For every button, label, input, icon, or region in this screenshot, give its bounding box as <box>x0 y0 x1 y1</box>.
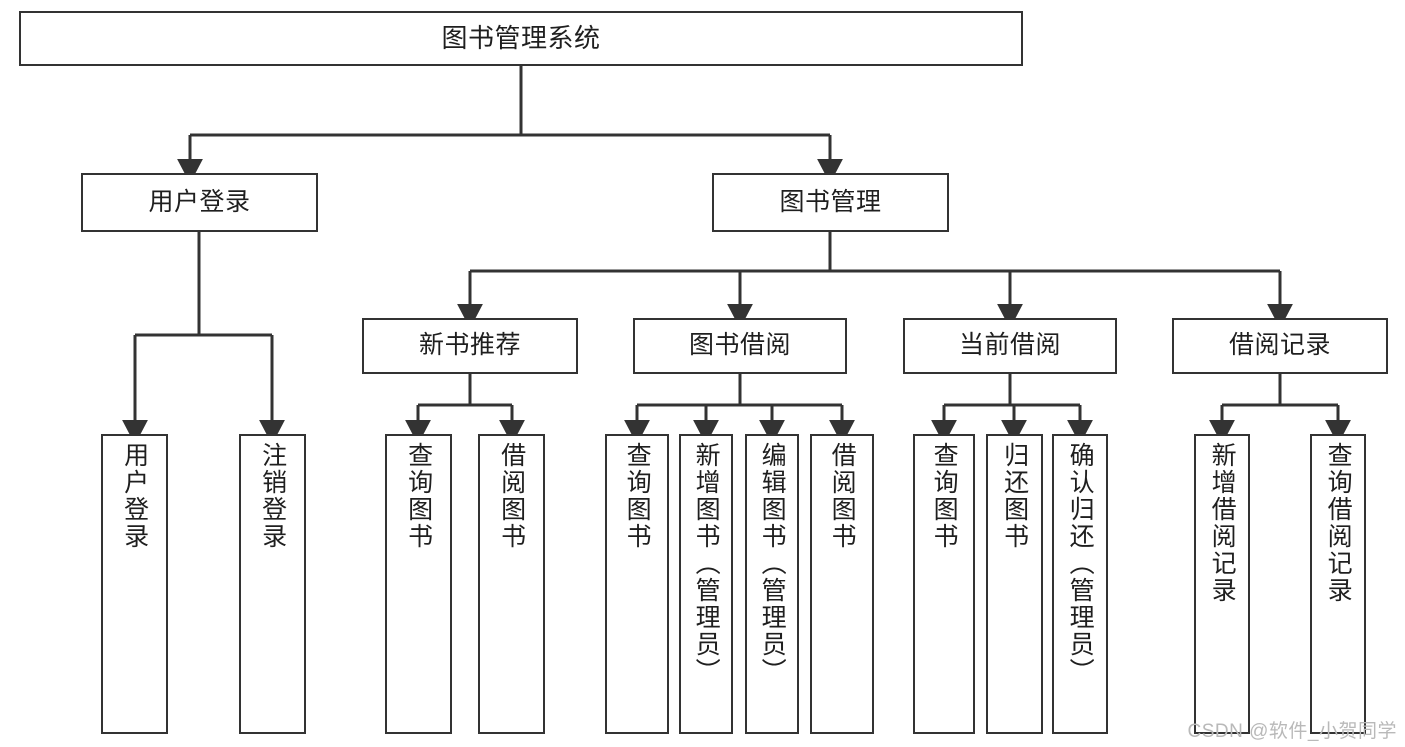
node-label: 查询图书 <box>930 442 959 550</box>
node-label: 新增借阅记录 <box>1208 442 1237 604</box>
node-root-system[interactable]: 图书管理系统 <box>19 11 1023 66</box>
node-label: 图书管理系统 <box>441 23 601 54</box>
node-label: 当前借阅 <box>958 331 1061 360</box>
node-label: 新增图书（管理员） <box>692 442 721 685</box>
leaf-current-return-book[interactable]: 归还图书 <box>986 434 1043 734</box>
leaf-user-logout[interactable]: 注销登录 <box>239 434 306 734</box>
node-label: 查询借阅记录 <box>1324 442 1353 604</box>
node-new-book-recommend[interactable]: 新书推荐 <box>362 318 578 374</box>
node-label: 编辑图书（管理员） <box>758 442 787 685</box>
node-user-login-module[interactable]: 用户登录 <box>81 173 318 232</box>
leaf-current-query-book[interactable]: 查询图书 <box>913 434 975 734</box>
node-label: 借阅图书 <box>497 442 526 550</box>
node-label: 查询图书 <box>623 442 652 550</box>
node-label: 注销登录 <box>258 442 287 550</box>
node-label: 借阅图书 <box>828 442 857 550</box>
node-label: 用户登录 <box>120 442 149 550</box>
leaf-borrow-borrow-book[interactable]: 借阅图书 <box>810 434 874 734</box>
leaf-record-add-borrow-record[interactable]: 新增借阅记录 <box>1194 434 1250 734</box>
node-label: 归还图书 <box>1000 442 1029 550</box>
node-book-management-module[interactable]: 图书管理 <box>712 173 949 232</box>
leaf-current-confirm-return-admin[interactable]: 确认归还（管理员） <box>1052 434 1108 734</box>
leaf-record-query-borrow-record[interactable]: 查询借阅记录 <box>1310 434 1366 734</box>
node-label: 新书推荐 <box>418 331 521 360</box>
node-label: 查询图书 <box>404 442 433 550</box>
node-borrow-record[interactable]: 借阅记录 <box>1172 318 1388 374</box>
node-current-borrow[interactable]: 当前借阅 <box>903 318 1117 374</box>
leaf-borrow-add-book-admin[interactable]: 新增图书（管理员） <box>679 434 733 734</box>
leaf-borrow-edit-book-admin[interactable]: 编辑图书（管理员） <box>745 434 799 734</box>
node-label: 图书借阅 <box>688 331 791 360</box>
leaf-new-borrow-book[interactable]: 借阅图书 <box>478 434 545 734</box>
leaf-borrow-query-book[interactable]: 查询图书 <box>605 434 669 734</box>
node-label: 借阅记录 <box>1228 331 1331 360</box>
leaf-new-query-book[interactable]: 查询图书 <box>385 434 452 734</box>
csdn-watermark: CSDN @软件_小贺同学 <box>1187 721 1397 742</box>
node-book-borrow[interactable]: 图书借阅 <box>633 318 847 374</box>
node-label: 用户登录 <box>148 187 251 216</box>
node-label: 确认归还（管理员） <box>1066 442 1095 685</box>
node-label: 图书管理 <box>779 187 882 216</box>
leaf-user-login[interactable]: 用户登录 <box>101 434 168 734</box>
